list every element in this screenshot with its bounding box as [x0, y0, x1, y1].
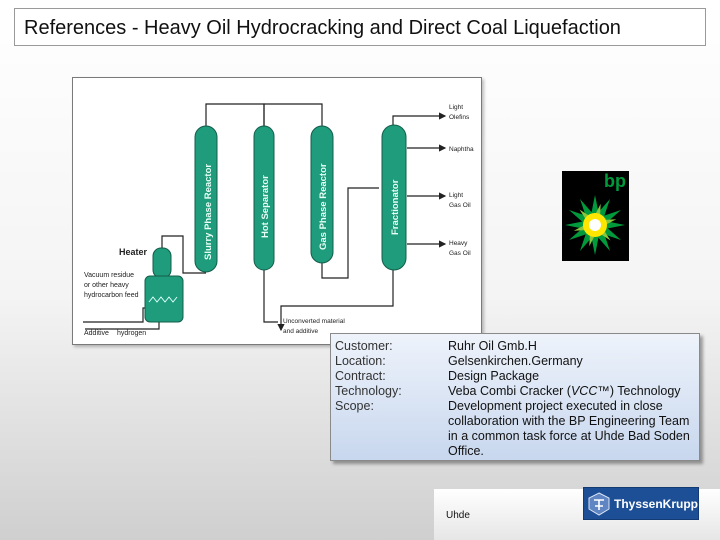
column-label: Fractionator: [390, 179, 401, 235]
unconverted-label-line: Unconverted material: [283, 318, 345, 325]
product-label-line: Naphtha: [449, 146, 474, 153]
product-lines: [392, 112, 447, 248]
process-flow-diagram: Heater Slurry Phase Reactor Hot Separato…: [72, 77, 482, 345]
product-label-line: Olefins: [449, 114, 470, 121]
column-label: Slurry Phase Reactor: [203, 164, 214, 260]
column-label: Hot Separator: [260, 175, 271, 238]
bp-logo: bp: [562, 171, 629, 261]
technology-label: Technology:: [335, 384, 402, 398]
product-label-line: Gas Oil: [449, 250, 471, 257]
product-label-line: Light: [449, 192, 463, 199]
product-label-line: Light: [449, 104, 463, 111]
title-bar: References - Heavy Oil Hydrocracking and…: [14, 8, 706, 46]
feed-label-line: Vacuum residue: [84, 272, 134, 279]
column-fractionator: [381, 124, 407, 271]
bp-helios-icon: bp: [565, 171, 626, 255]
additive-label: Additive: [84, 330, 109, 337]
contract-label: Contract:: [335, 369, 386, 383]
column-gas-phase-reactor: [310, 125, 334, 264]
technology-text-italic: VCC™: [570, 384, 610, 398]
slide-title: References - Heavy Oil Hydrocracking and…: [24, 17, 621, 39]
location-label: Location:: [335, 354, 386, 368]
thyssenkrupp-emblem-icon: [588, 492, 610, 516]
contract-value: Design Package: [448, 369, 540, 383]
piping: [83, 103, 394, 332]
customer-value: Ruhr Oil Gmb.H: [448, 339, 537, 353]
thyssenkrupp-logo: ThyssenKrupp: [583, 487, 699, 520]
heater: [144, 247, 184, 323]
customer-label: Customer:: [335, 339, 393, 353]
info-labels: Customer: Location: Contract: Technology…: [335, 339, 402, 414]
column-slurry-phase-reactor: [194, 125, 218, 273]
location-value: Gelsenkirchen.Germany: [448, 354, 583, 368]
column-hot-separator: [253, 125, 275, 271]
unconverted-label-line: and additive: [283, 328, 318, 335]
technology-text-pre: Veba Combi Cracker (: [448, 384, 571, 398]
scope-label: Scope:: [335, 399, 374, 413]
product-label-line: Heavy: [449, 240, 468, 247]
column-label: Gas Phase Reactor: [318, 163, 329, 250]
info-values: Ruhr Oil Gmb.H Gelsenkirchen.Germany Des…: [448, 339, 698, 459]
hydrogen-label: hydrogen: [117, 330, 146, 337]
process-flow-svg: Heater Slurry Phase Reactor Hot Separato…: [83, 103, 474, 337]
heater-label: Heater: [119, 247, 148, 257]
bp-wordmark: bp: [604, 171, 626, 191]
technology-value: Veba Combi Cracker (VCC™) Technology: [448, 384, 698, 399]
technology-text-post: ) Technology: [609, 384, 681, 398]
thyssenkrupp-wordmark: ThyssenKrupp: [614, 497, 699, 511]
scope-value: Development project executed in close co…: [448, 399, 690, 458]
product-label-line: Gas Oil: [449, 202, 471, 209]
feed-label-line: or other heavy: [84, 282, 129, 289]
feed-label-line: hydrocarbon feed: [84, 292, 139, 299]
project-info-box: Customer: Location: Contract: Technology…: [330, 333, 700, 461]
uhde-wordmark: Uhde: [446, 510, 470, 521]
